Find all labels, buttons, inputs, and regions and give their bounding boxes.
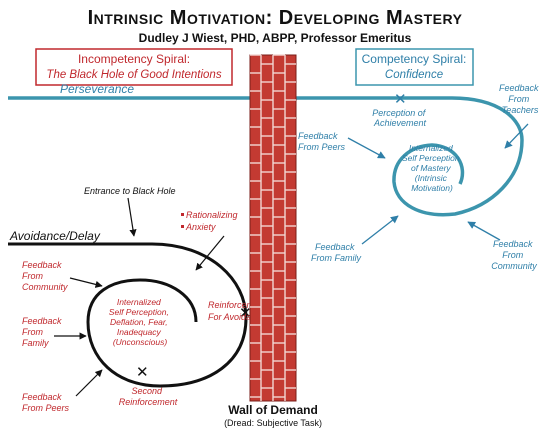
feedback-community-right-label: Feedback From Community [491, 239, 537, 271]
bullet-anxiety [181, 225, 184, 228]
arrow-teachers [504, 123, 529, 149]
incompetency-subtitle: The Black Hole of Good Intentions [46, 69, 221, 81]
wall-title: Wall of Demand [228, 403, 318, 417]
reinforcement-label: Reinforcement For Avoidance [208, 300, 269, 322]
incompetency-box [35, 48, 233, 86]
feedback-community-left-label: Feedback From Community [22, 260, 68, 292]
competency-title: Competency Spiral: [362, 52, 467, 66]
competency-subtitle: Confidence [385, 69, 443, 81]
perseverance-line [8, 96, 524, 217]
avoidance-line [8, 242, 248, 388]
feedback-peers-right-label: Feedback From Peers [298, 131, 346, 152]
feedback-family-left-label: Feedback From Family [22, 316, 64, 348]
arrow-community-left [69, 277, 103, 288]
competency-box [355, 48, 474, 86]
feedback-family-right-label: Feedback From Family [311, 242, 361, 263]
x-mark-second: ✕ [136, 364, 149, 381]
rationalizing-label: Rationalizing Anxiety [185, 210, 240, 232]
wall-subtitle: (Dread: Subjective Task) [224, 418, 322, 428]
x-mark-reinforcement: ✕ [239, 305, 252, 322]
perception-label: Perception of Achievement [372, 108, 428, 128]
x-mark-achievement: ✕ [394, 91, 407, 108]
arrow-family-right [361, 215, 399, 245]
mastery-center-label: Internalized Self Perception of Mastery … [402, 143, 462, 193]
entrance-label: Entrance to Black Hole [84, 186, 176, 196]
arrow-rationalizing [195, 235, 225, 271]
arrow-community-right [467, 221, 501, 241]
feedback-teachers-label: Feedback From Teachers [499, 83, 541, 115]
feedback-peers-left-label: Feedback From Peers [22, 392, 70, 413]
incompetency-title: Incompetency Spiral: [78, 52, 190, 66]
brick-wall [249, 54, 297, 402]
perseverance-label: Perseverance [60, 82, 134, 96]
page-title: Intrinsic Motivation: Developing Mastery [88, 7, 463, 29]
avoidance-label: Avoidance/Delay [9, 229, 101, 243]
bullet-rationalizing [181, 213, 184, 216]
deflation-center-label: Internalized Self Perception, Deflation,… [109, 297, 171, 347]
arrow-peers-right [347, 137, 386, 159]
second-reinforcement-label: Second Reinforcement [119, 386, 178, 407]
arrow-peers-left [75, 369, 103, 397]
arrow-entrance [127, 197, 137, 237]
author-line: Dudley J Wiest, PHD, ABPP, Professor Eme… [139, 31, 412, 45]
